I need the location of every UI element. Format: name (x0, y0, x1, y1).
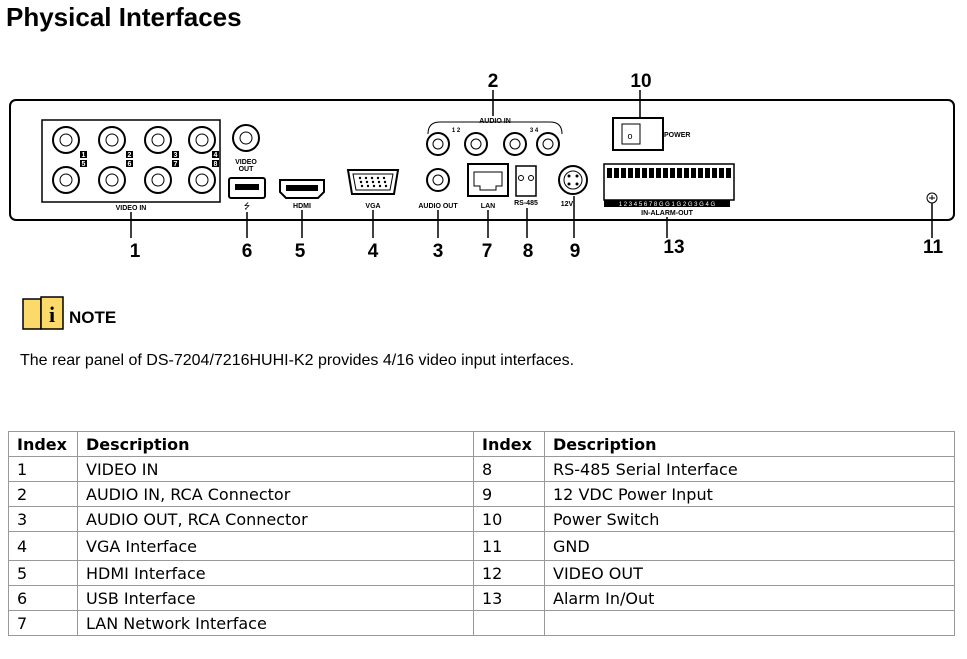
page-title: Physical Interfaces (6, 2, 242, 32)
audio-in-label: AUDIO IN (479, 118, 511, 125)
hdmi-port: HDMI (279, 179, 325, 210)
callout-11: 11 (923, 237, 944, 258)
dc-label: 12V (561, 201, 574, 208)
alarm-label: IN-ALARM-OUT (641, 210, 693, 217)
usb-port: ⭍ (228, 177, 266, 211)
rs485-label: RS-485 (514, 200, 538, 207)
rs485-terminal: RS-485 (514, 165, 538, 207)
alarm-terminal-block: 1 2 3 4 5 6 7 8 G G 1 G 2 G 3 G 4 G IN-A… (603, 163, 735, 217)
hdmi-label: HDMI (293, 203, 311, 210)
cell: USB Interface (77, 585, 474, 611)
bnc-ch-6: 6 (128, 161, 132, 168)
cell: 5 (8, 560, 78, 586)
table-row: 1 VIDEO IN 8 RS-485 Serial Interface (8, 456, 955, 482)
table-row: 3 AUDIO OUT, RCA Connector 10 Power Swit… (8, 506, 955, 532)
audio-out-label: AUDIO OUT (418, 203, 458, 210)
cell: GND (544, 531, 955, 561)
header-description: Description (544, 431, 955, 457)
cell: HDMI Interface (77, 560, 474, 586)
video-in-bnc-group: 1 2 3 4 5 6 7 8 VIDEO IN (41, 119, 221, 212)
callout-13: 13 (663, 237, 684, 258)
cell: 12 VDC Power Input (544, 481, 955, 507)
callout-10: 10 (630, 71, 651, 92)
cell: AUDIO IN, RCA Connector (77, 481, 474, 507)
svg-text:o: o (627, 131, 632, 141)
callout-3: 3 (433, 241, 444, 262)
rear-panel-diagram: 1 2 3 4 5 6 7 8 VIDEO IN VIDEO OUT ⭍ HDM… (9, 71, 955, 262)
bnc-ch-2: 2 (128, 152, 132, 159)
svg-text:VIDEO: VIDEO (235, 159, 257, 166)
audio-connectors (426, 121, 563, 192)
cell: VIDEO IN (77, 456, 474, 482)
lan-port: LAN (467, 163, 509, 210)
cell: 10 (473, 506, 545, 532)
bnc-ch-7: 7 (174, 161, 178, 168)
note-block: i NOTE (22, 296, 116, 332)
cell (544, 610, 955, 636)
cell (473, 610, 545, 636)
header-index: Index (8, 431, 78, 457)
cell: 6 (8, 585, 78, 611)
usb-icon: ⭍ (244, 202, 251, 211)
bnc-connectors (52, 126, 216, 194)
cell: VGA Interface (77, 531, 474, 561)
svg-text:i: i (49, 302, 55, 327)
audio-in-ch-a: 1 2 (452, 128, 461, 134)
cell: 7 (8, 610, 78, 636)
header-index: Index (473, 431, 545, 457)
cell: VIDEO OUT (544, 560, 955, 586)
bnc-ch-5: 5 (82, 161, 86, 168)
cell: 3 (8, 506, 78, 532)
power-label: POWER (664, 132, 690, 139)
vga-label: VGA (365, 203, 380, 210)
callout-1: 1 (130, 241, 141, 262)
cell: 9 (473, 481, 545, 507)
callout-9: 9 (570, 241, 581, 262)
bnc-ch-1: 1 (82, 152, 86, 159)
note-text: The rear panel of DS-7204/7216HUHI-K2 pr… (20, 352, 575, 369)
info-book-icon: i (22, 296, 64, 330)
cell: 12 (473, 560, 545, 586)
cell: RS-485 Serial Interface (544, 456, 955, 482)
bnc-ch-3: 3 (174, 152, 178, 159)
callout-5: 5 (295, 241, 306, 262)
cell: Alarm In/Out (544, 585, 955, 611)
callout-7: 7 (482, 241, 493, 262)
cell: 1 (8, 456, 78, 482)
table-row: 6 USB Interface 13 Alarm In/Out (8, 585, 955, 611)
interface-table: Index Description Index Description 1 VI… (8, 431, 955, 636)
table-row: 7 LAN Network Interface (8, 610, 955, 636)
cell: Power Switch (544, 506, 955, 532)
cell: 13 (473, 585, 545, 611)
power-switch: o POWER (612, 117, 690, 151)
callout-8: 8 (523, 241, 534, 262)
cell: 4 (8, 531, 78, 561)
header-description: Description (77, 431, 474, 457)
cell: LAN Network Interface (77, 610, 474, 636)
svg-text:OUT: OUT (239, 166, 255, 173)
lan-label: LAN (481, 203, 495, 210)
dc-power-input: 12V (558, 165, 588, 208)
bnc-ch-4: 4 (214, 152, 218, 159)
audio-in-ch-b: 3 4 (530, 128, 539, 134)
video-out-bnc (232, 124, 260, 152)
table-row: 2 AUDIO IN, RCA Connector 9 12 VDC Power… (8, 481, 955, 507)
alarm-pin-labels: 1 2 3 4 5 6 7 8 G G 1 G 2 G 3 G 4 G (619, 202, 716, 208)
callout-2: 2 (488, 71, 499, 92)
cell: 8 (473, 456, 545, 482)
table-row: 4 VGA Interface 11 GND (8, 531, 955, 561)
vga-port: VGA (346, 169, 400, 210)
cell: 11 (473, 531, 545, 561)
table-row: 5 HDMI Interface 12 VIDEO OUT (8, 560, 955, 586)
cell: AUDIO OUT, RCA Connector (77, 506, 474, 532)
video-in-label: VIDEO IN (116, 205, 147, 212)
bnc-ch-8: 8 (214, 161, 218, 168)
cell: 2 (8, 481, 78, 507)
table-header-row: Index Description Index Description (8, 431, 955, 457)
callout-6: 6 (242, 241, 253, 262)
callout-4: 4 (368, 241, 379, 262)
note-label: NOTE (69, 308, 117, 327)
